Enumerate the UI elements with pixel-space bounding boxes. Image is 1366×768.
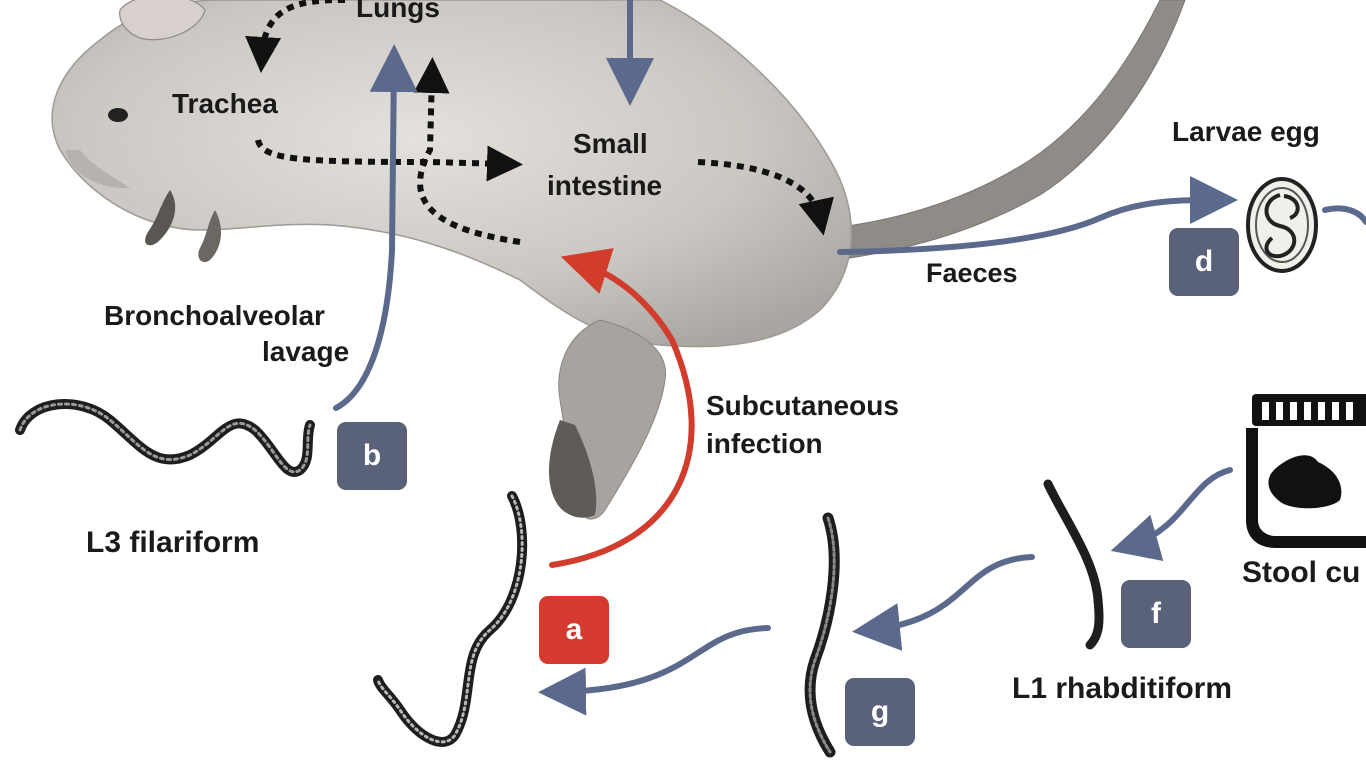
rat-front-paw-2	[198, 210, 222, 263]
label-larvae-egg: Larvae egg	[1172, 116, 1320, 147]
label-intestine: intestine	[547, 170, 663, 201]
arrow-lungs-to-trachea	[245, 0, 346, 73]
arrow-egg-out	[1322, 205, 1366, 225]
worm-a	[373, 491, 528, 747]
label-faeces: Faeces	[926, 258, 1018, 288]
arrow-subcutaneous	[549, 248, 695, 568]
rat-eye	[108, 108, 128, 122]
label-trachea: Trachea	[172, 88, 278, 119]
rat-hind-foot	[548, 420, 597, 518]
worm-l1-rhabditiform	[1043, 479, 1104, 650]
rat-body	[51, 0, 853, 348]
label-small: Small	[573, 128, 648, 159]
label-infection: infection	[706, 428, 823, 459]
arrow-stool-to-l1	[1110, 467, 1233, 561]
label-subcutaneous: Subcutaneous	[706, 390, 899, 421]
badge-a: a	[539, 596, 609, 664]
worms	[15, 399, 1104, 758]
badge-b: b	[337, 422, 407, 490]
migration-arrows	[245, 0, 834, 245]
worm-g	[804, 512, 840, 758]
flow-arrows	[333, 0, 1366, 716]
arrow-g-to-l3	[538, 625, 771, 716]
label-l3-filariform: L3 filariform	[86, 526, 260, 559]
label-stool-culture: Stool cu	[1242, 556, 1361, 589]
arrow-lower-to-lungs	[413, 57, 521, 245]
badge-f: f	[1121, 580, 1191, 648]
label-lungs: Lungs	[356, 0, 440, 23]
label-l1-rhabditiform: L1 rhabditiform	[1012, 672, 1233, 705]
larvae-egg-icon	[1246, 177, 1318, 273]
rat-snout	[65, 150, 130, 189]
label-bronchoalveolar: Bronchoalveolar	[104, 300, 325, 331]
arrow-trachea-to-intestine	[255, 139, 523, 182]
stool-cup-icon	[1246, 394, 1366, 548]
rat-front-paw	[145, 190, 176, 246]
rat-ear	[119, 0, 206, 41]
worm-l3-filariform	[15, 399, 315, 477]
rat-tail	[809, 0, 1186, 263]
label-lavage: lavage	[262, 336, 350, 367]
arrow-l1-to-g	[852, 554, 1035, 651]
badge-g: g	[845, 678, 915, 746]
arrow-bal-to-lungs	[333, 44, 418, 411]
arrow-faeces-to-egg	[837, 176, 1238, 255]
arrow-intestine-to-rectum	[697, 159, 834, 236]
badge-d: d	[1169, 228, 1239, 296]
